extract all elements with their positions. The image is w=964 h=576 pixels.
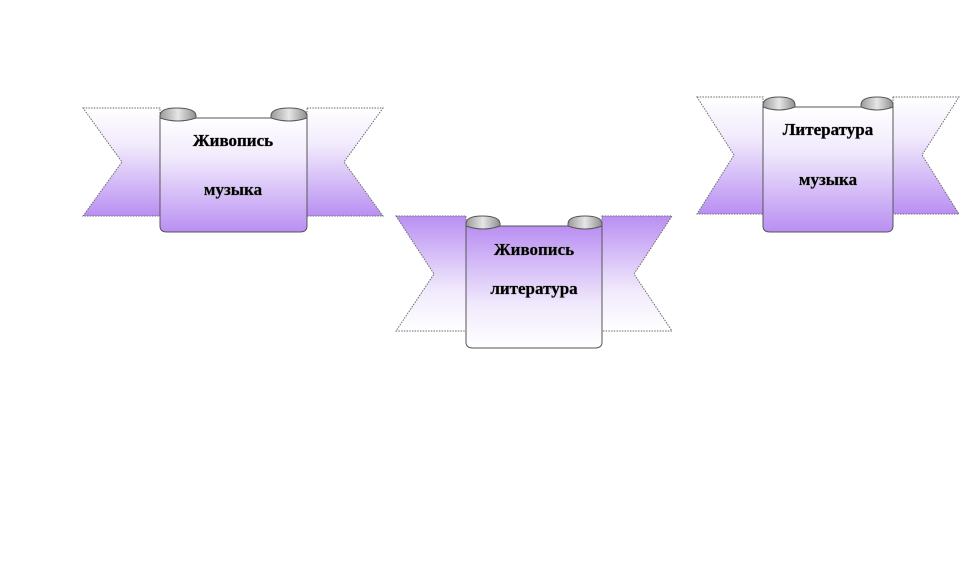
ribbon-3-left-curl [762,96,796,113]
ribbon-2-line-1: Живопись [494,240,574,259]
ribbon-1-panel [159,117,308,233]
ribbon-banner-2: Живопись литература [395,215,673,349]
ribbon-3-line-2: музыка [799,170,858,189]
ribbon-3-left-tail [697,97,763,214]
ribbon-3-line-1: Литература [783,120,874,139]
ribbon-banner-1: Живопись музыка [82,107,384,233]
ribbon-3-right-curl [860,96,894,113]
ribbon-1-line-2: музыка [204,180,263,199]
ribbon-2-line-2: литература [490,279,578,298]
ribbon-1-left-tail [83,108,160,216]
ribbon-2-panel [465,225,603,349]
ribbon-1-line-1: Живопись [193,131,273,150]
ribbon-3-panel [762,106,894,233]
ribbon-2-right-tail [602,216,672,331]
ribbon-2-left-tail [396,216,466,331]
ribbon-1-right-tail [307,108,383,216]
ribbon-banner-3: Литература музыка [696,96,960,233]
ribbon-3-right-tail [893,97,959,214]
